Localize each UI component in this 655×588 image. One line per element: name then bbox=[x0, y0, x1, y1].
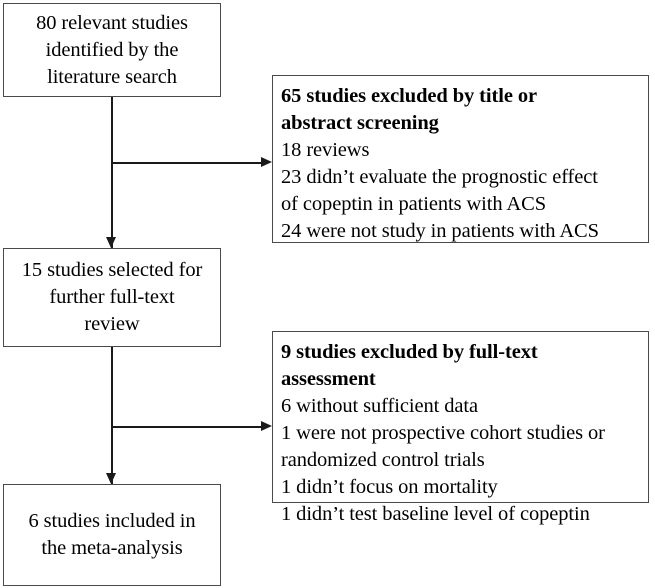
node-excluded-full-text-heading-2: assessment bbox=[281, 368, 376, 390]
node-selected-studies: 15 studies selected for further full-tex… bbox=[3, 248, 221, 347]
node-excluded-title-abstract-reason-3: of copeptin in patients with ACS bbox=[281, 193, 546, 215]
node-excluded-full-text-reason-4: 1 didn’t focus on mortality bbox=[281, 476, 498, 498]
node-selected-studies-body: 15 studies selected for further full-tex… bbox=[4, 249, 220, 346]
node-excluded-title-abstract-body: 65 studies excluded by title or abstract… bbox=[273, 76, 655, 249]
node-excluded-title-abstract-reason-4: 24 were not study in patients with ACS bbox=[281, 220, 599, 242]
node-excluded-full-text-reason-1: 6 without sufficient data bbox=[281, 395, 478, 417]
node-included-studies: 6 studies included in the meta-analysis bbox=[3, 484, 221, 586]
node-selected-line-3: review bbox=[84, 313, 140, 335]
node-excluded-title-abstract: 65 studies excluded by title or abstract… bbox=[272, 75, 649, 243]
node-excluded-title-abstract-heading-1: 65 studies excluded by title or bbox=[281, 85, 537, 107]
node-excluded-full-text: 9 studies excluded by full-text assessme… bbox=[272, 331, 649, 525]
node-excluded-full-text-reason-2: 1 were not prospective cohort studies or bbox=[281, 422, 605, 444]
node-included-line-2: the meta-analysis bbox=[41, 537, 183, 559]
node-excluded-full-text-body: 9 studies excluded by full-text assessme… bbox=[273, 332, 655, 525]
node-excluded-full-text-reason-5: 1 didn’t test baseline level of copeptin bbox=[281, 503, 590, 525]
node-included-line-1: 6 studies included in bbox=[28, 510, 196, 532]
node-excluded-title-abstract-reason-2: 23 didn’t evaluate the prognostic effect bbox=[281, 166, 598, 188]
node-excluded-full-text-heading-1: 9 studies excluded by full-text bbox=[281, 341, 538, 363]
node-excluded-title-abstract-heading-2: abstract screening bbox=[281, 112, 439, 134]
node-identified-studies: 80 relevant studies identified by the li… bbox=[3, 3, 221, 97]
node-included-studies-body: 6 studies included in the meta-analysis bbox=[4, 485, 220, 585]
connector-to-excluded-full-text bbox=[111, 426, 264, 428]
node-excluded-title-abstract-reason-1: 18 reviews bbox=[281, 139, 370, 161]
node-selected-line-1: 15 studies selected for bbox=[21, 259, 203, 281]
node-identified-line-2: identified by the bbox=[45, 38, 179, 61]
connector-to-excluded-title-abstract bbox=[111, 162, 264, 164]
node-identified-studies-body: 80 relevant studies identified by the li… bbox=[4, 4, 220, 96]
node-excluded-full-text-reason-3: randomized control trials bbox=[281, 449, 485, 471]
node-identified-line-1: 80 relevant studies bbox=[36, 11, 188, 34]
connector-identified-to-selected bbox=[111, 97, 113, 248]
node-identified-line-3: literature search bbox=[47, 65, 177, 88]
arrowhead-down-icon-selected bbox=[106, 237, 117, 248]
connector-selected-to-included bbox=[111, 347, 113, 484]
arrowhead-right-icon-excluded-title-abstract bbox=[261, 157, 272, 168]
node-selected-line-2: further full-text bbox=[49, 286, 175, 308]
arrowhead-right-icon-excluded-full-text bbox=[261, 421, 272, 432]
arrowhead-down-icon-included bbox=[106, 473, 117, 484]
